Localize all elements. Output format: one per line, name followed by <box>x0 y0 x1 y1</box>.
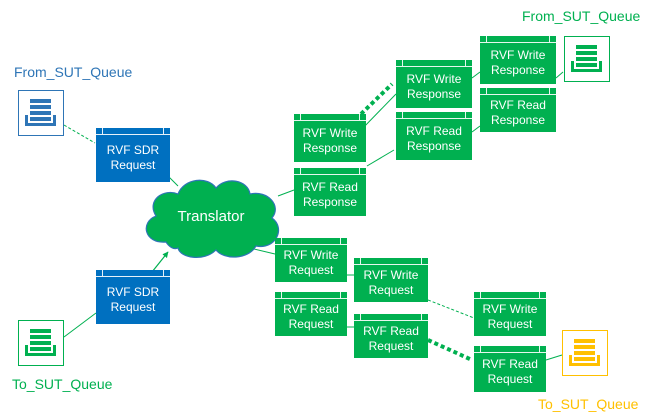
link-rr-a-rr-b <box>366 149 395 167</box>
link-from-queue-left <box>63 124 96 144</box>
from-sut-queue-left-icon <box>18 90 64 136</box>
sdr-request-bottom: RVF SDR Request <box>96 270 170 324</box>
link-dots-response <box>359 82 394 116</box>
write-request-b: RVF Write Request <box>354 258 428 302</box>
write-request-c: RVF Write Request <box>474 292 546 336</box>
link-wr-a-wr-b <box>360 93 397 131</box>
read-response-a: RVF Read Response <box>294 168 366 216</box>
write-response-c: RVF Write Response <box>480 36 556 84</box>
from-sut-queue-right-icon <box>564 36 610 82</box>
to-sut-queue-left-label: To_SUT_Queue <box>12 376 113 392</box>
read-response-b: RVF Read Response <box>396 112 472 160</box>
link-resp-to-queue-right <box>555 71 564 79</box>
write-response-a: RVF Write Response <box>294 114 366 162</box>
cloud-icon <box>145 179 279 258</box>
to-sut-queue-right-icon <box>562 330 608 376</box>
link-dots-request <box>427 338 473 362</box>
read-request-c: RVF Read Request <box>474 346 546 392</box>
read-request-b: RVF Read Request <box>354 314 428 358</box>
link-sdr-bottom-queue-left <box>63 312 97 338</box>
from-sut-queue-right-label: From_SUT_Queue <box>522 8 641 24</box>
link-translator-read-response <box>277 189 295 197</box>
sdr-request-top: RVF SDR Request <box>96 128 170 182</box>
write-request-a: RVF Write Request <box>275 238 347 282</box>
write-response-b: RVF Write Response <box>396 60 472 108</box>
link-wr-b-wr-c <box>471 71 481 79</box>
translator-cloud: Translator <box>136 170 286 262</box>
link-translator-sdr-bottom <box>151 251 169 273</box>
link-req-to-queue-right <box>545 354 563 361</box>
to-sut-queue-right-label: To_SUT_Queue <box>538 396 639 412</box>
read-request-a: RVF Read Request <box>275 292 347 336</box>
translator-label: Translator <box>177 208 245 225</box>
link-wq-b-wq-c <box>427 299 475 319</box>
read-response-c: RVF Read Response <box>480 88 556 132</box>
to-sut-queue-left-icon <box>18 320 64 366</box>
from-sut-queue-left-label: From_SUT_Queue <box>14 64 133 80</box>
link-rr-b-rr-c <box>471 125 481 133</box>
